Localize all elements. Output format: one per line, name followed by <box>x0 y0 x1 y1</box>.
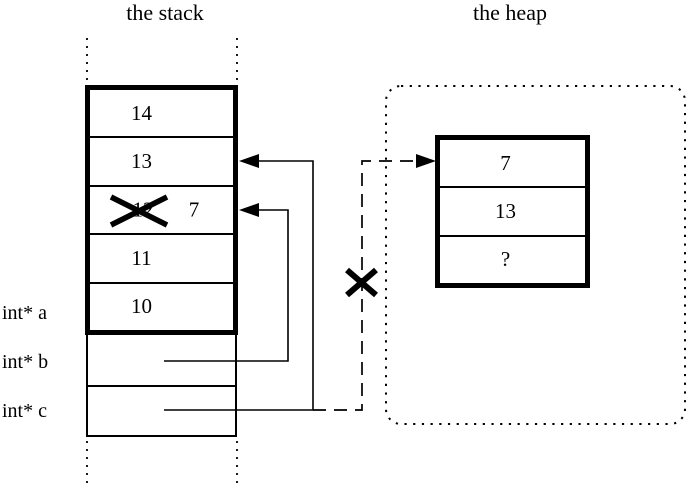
crossed-old-value: 12 <box>132 197 154 222</box>
pointer-cell-c <box>86 387 237 437</box>
stack-cell-11: 11 <box>90 233 233 281</box>
dangling-pointer-arrow <box>313 154 436 411</box>
stack-title: the stack <box>126 0 204 25</box>
heap-cell-unknown: ? <box>440 234 585 283</box>
arrowhead-c <box>239 154 259 168</box>
heap-block-box: 7 13 ? <box>435 135 590 288</box>
stack-frame-box: 14 13 12 7 11 10 <box>85 85 238 335</box>
arrowhead-b <box>239 203 259 217</box>
stack-cell-13: 13 <box>90 136 233 184</box>
overwritten-new-value: 7 <box>188 197 200 222</box>
stack-cell-12-crossed: 12 7 <box>90 184 233 233</box>
pointer-cell-b <box>86 335 237 387</box>
x-mark-icon-dangling-pointer <box>345 267 378 298</box>
arrowhead-dangling <box>416 154 436 168</box>
pointer-label-c: int* c <box>2 400 47 422</box>
heap-cell-13: 13 <box>440 186 585 234</box>
heap-title: the heap <box>473 0 547 25</box>
pointer-label-a: int* a <box>2 302 47 324</box>
stack-cell-14: 14 <box>131 100 152 125</box>
stack-cell-10: 10 <box>90 281 233 330</box>
pointer-label-b: int* b <box>2 351 49 373</box>
heap-cell-7: 7 <box>500 150 511 175</box>
